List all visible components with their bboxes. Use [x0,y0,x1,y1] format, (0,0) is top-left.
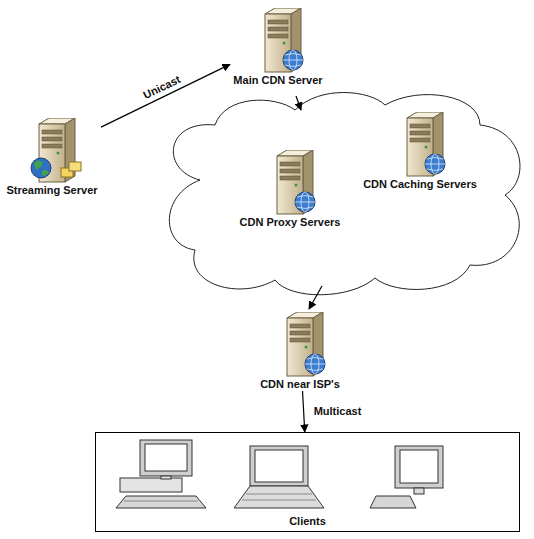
server-icon [255,150,325,216]
node-label: Streaming Server [3,184,101,197]
node-label: Clients [96,515,519,528]
server-icon [385,112,455,178]
cloud-arrow [296,96,301,110]
node-label: Main CDN Server [230,74,326,87]
server-node: CDN Caching Servers [360,112,480,191]
edge-label: Multicast [312,405,364,418]
connector-arrow [101,64,230,127]
node-label: CDN Caching Servers [360,178,480,191]
server-node: CDN Proxy Servers [237,150,344,229]
server-node: Streaming Server [3,118,101,197]
connector-arrow [303,391,305,432]
server-icon [265,312,335,378]
desktop-computer [116,440,206,508]
cdn-cloud [169,93,520,295]
laptop-computer [234,446,324,508]
server-node: Main CDN Server [230,8,326,87]
node-label: CDN Proxy Servers [237,216,344,229]
clients-box: Clients [95,432,520,532]
server-node: CDN near ISP's [257,312,343,391]
monitor-computer [370,446,443,508]
server-icon [17,118,87,184]
server-icon [243,8,313,74]
node-label: CDN near ISP's [257,378,343,391]
edge-label: Unicast [139,72,184,103]
cloud-arrow [309,286,322,309]
